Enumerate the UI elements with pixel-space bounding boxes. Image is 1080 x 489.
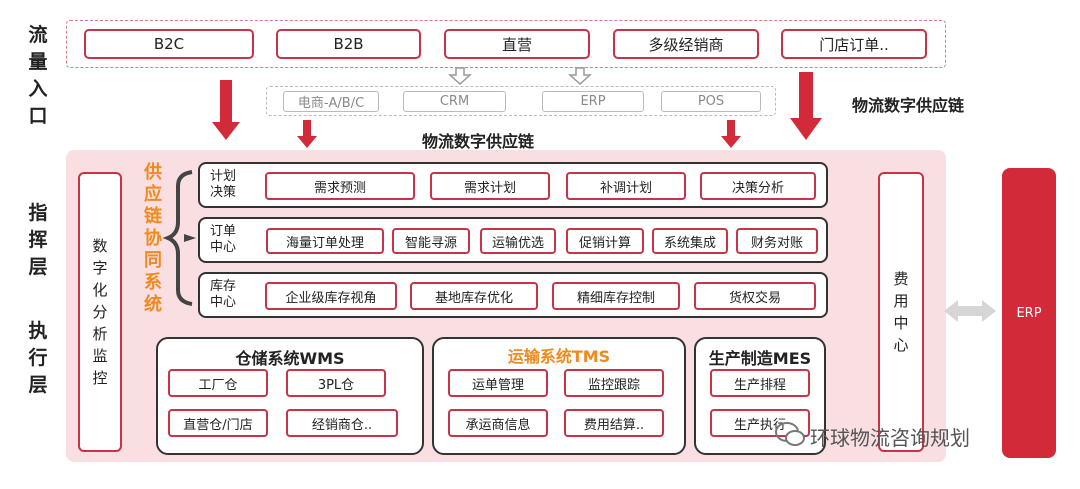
channel-distributors: 多级经销商	[613, 29, 759, 59]
down-arrow-icon	[212, 72, 822, 140]
function-box: 智能寻源	[392, 228, 470, 254]
down-arrow-icon	[297, 120, 741, 148]
exec-item: 3PL仓	[286, 369, 386, 397]
watermark-text: 环球物流咨询规划	[810, 426, 970, 450]
row-label: 库存中心	[209, 279, 236, 310]
exec-item: 工厂仓	[168, 369, 268, 397]
wechat-icon	[775, 422, 805, 446]
layer-label-execution: 执行层	[28, 320, 48, 396]
double-arrow-icon	[944, 300, 996, 322]
function-box: 补调计划	[566, 172, 686, 200]
analytics-column: 数字化分析监控	[78, 172, 122, 452]
layer-label-command: 指挥层	[28, 202, 48, 278]
erp-block: ERP	[1002, 168, 1056, 458]
layer-label-traffic: 流量入口	[28, 24, 48, 127]
row-label: 订单中心	[209, 224, 236, 255]
row-order-center: 订单中心 海量订单处理 智能寻源 运输优选 促销计算 系统集成 财务对账	[198, 217, 828, 263]
function-box: 企业级库存视角	[265, 282, 397, 310]
row-inventory-center: 库存中心 企业级库存视角 基地库存优化 精细库存控制 货权交易	[198, 272, 828, 318]
cost-center-column: 费用中心	[878, 172, 924, 452]
exec-title: 生产制造MES	[708, 349, 812, 368]
entry-channels-container	[66, 20, 946, 68]
channel-b2b: B2B	[276, 29, 421, 59]
function-box: 系统集成	[652, 228, 728, 254]
exec-item: 经销商仓..	[286, 409, 398, 437]
exec-item: 生产执行	[710, 409, 810, 437]
system-crm: CRM	[403, 91, 506, 112]
function-box: 决策分析	[700, 172, 816, 200]
channel-b2c: B2C	[84, 29, 254, 59]
exec-title: 仓储系统WMS	[235, 349, 345, 368]
function-box: 货权交易	[694, 282, 816, 310]
right-title: 物流数字供应链	[852, 96, 965, 115]
exec-item: 监控跟踪	[564, 369, 664, 397]
exec-wms: 仓储系统WMS 工厂仓 3PL仓 直营仓/门店 经销商仓..	[156, 337, 424, 455]
function-box: 需求预测	[265, 172, 415, 200]
function-box: 海量订单处理	[266, 228, 384, 254]
function-box: 财务对账	[736, 228, 818, 254]
coordination-label: 供应链协同系统	[144, 162, 162, 315]
exec-title: 运输系统TMS	[507, 347, 611, 366]
exec-item: 生产排程	[710, 369, 810, 397]
channel-direct: 直营	[444, 29, 590, 59]
system-erp: ERP	[542, 91, 644, 112]
exec-tms: 运输系统TMS 运单管理 监控跟踪 承运商信息 费用结算..	[432, 337, 686, 455]
function-box: 促销计算	[566, 228, 644, 254]
analytics-label: 数字化分析监控	[92, 237, 108, 387]
function-box: 基地库存优化	[410, 282, 538, 310]
cost-center-label: 费用中心	[893, 270, 909, 354]
row-plan-decision: 计划决策 需求预测 需求计划 补调计划 决策分析	[198, 162, 828, 208]
exec-item: 运单管理	[448, 369, 548, 397]
exec-item: 承运商信息	[448, 409, 548, 437]
function-box: 需求计划	[430, 172, 550, 200]
function-box: 精细库存控制	[552, 282, 680, 310]
channel-store-orders: 门店订单..	[781, 29, 927, 59]
hollow-arrow-icon	[568, 67, 592, 86]
hollow-arrow-icon	[448, 67, 472, 86]
system-ecommerce: 电商-A/B/C	[283, 91, 379, 112]
row-label: 计划决策	[209, 169, 236, 200]
systems-container	[266, 86, 776, 116]
system-pos: POS	[661, 91, 761, 112]
exec-mes: 生产制造MES 生产排程 生产执行	[694, 337, 826, 455]
exec-item: 费用结算..	[564, 409, 664, 437]
exec-item: 直营仓/门店	[168, 409, 268, 437]
function-box: 运输优选	[480, 228, 556, 254]
brace-icon	[162, 170, 196, 306]
center-title: 物流数字供应链	[421, 132, 534, 151]
